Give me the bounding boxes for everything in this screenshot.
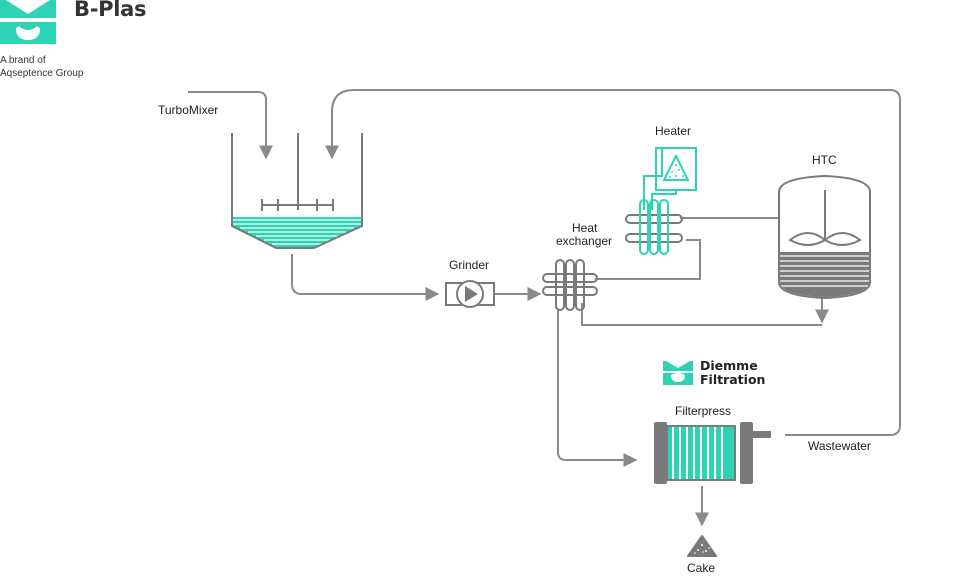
b-plas-logo	[0, 0, 56, 44]
heat-exchanger	[542, 259, 598, 311]
htc-to-hx-line	[581, 303, 822, 326]
feed-line	[188, 91, 273, 160]
cake-icon	[687, 535, 717, 557]
hx-to-filterpress-line	[557, 310, 638, 467]
diemme-name-line2: Filtration	[700, 372, 766, 387]
diemme-name-line1: Diemme	[700, 358, 758, 373]
wastewater-label: Wastewater	[808, 439, 871, 453]
heater	[625, 147, 697, 255]
hx-to-heater-line	[595, 239, 701, 280]
htc-label: HTC	[812, 153, 837, 167]
heater-label: Heater	[655, 124, 692, 138]
recycle-line	[325, 89, 901, 436]
brand-subtitle-line2: Aqseptence Group	[0, 68, 84, 79]
brand-name: B-Plas	[74, 0, 147, 21]
grinder	[445, 280, 495, 308]
mixer-to-grinder-line	[291, 254, 440, 301]
filterpress-label: Filterpress	[675, 404, 732, 418]
htc-reactor	[778, 174, 871, 300]
heat-exchanger-label-line1: Heat	[572, 221, 598, 235]
filterpress	[654, 422, 771, 484]
diemme-logo	[663, 361, 693, 385]
brand-subtitle-line1: A brand of	[0, 55, 46, 66]
grinder-label: Grinder	[449, 258, 490, 272]
process-lines	[188, 89, 901, 527]
cake-label: Cake	[687, 561, 716, 575]
heat-exchanger-label-line2: exchanger	[556, 234, 613, 248]
turbomixer-label: TurboMixer	[158, 103, 219, 117]
turbomixer-tank	[231, 133, 363, 249]
